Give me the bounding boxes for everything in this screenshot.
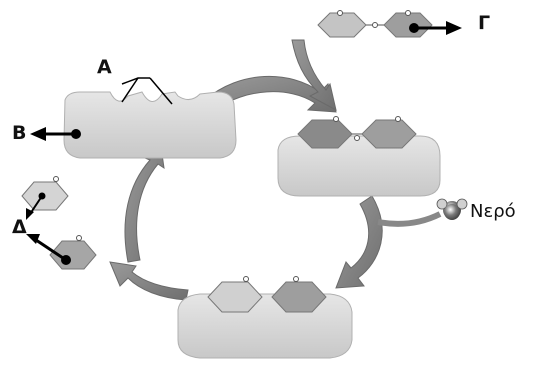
label-a: Α (97, 56, 112, 78)
label-delta: Δ (12, 216, 27, 238)
substrate-in-arrow (291, 39, 337, 111)
dimer-bound (297, 116, 417, 149)
gamma-pointer (414, 21, 462, 35)
cycle-arrow-right (335, 195, 383, 289)
cycle-arrow-top (204, 76, 337, 113)
cycle-arrow-bottom (109, 261, 189, 301)
hexagon-sugar (317, 12, 367, 38)
alpha-callout (121, 77, 173, 105)
cycle-arrows (109, 39, 383, 301)
label-b: Β (12, 122, 27, 144)
label-water: Νερό (470, 201, 516, 222)
water-arrow (377, 211, 442, 227)
enzyme-a (63, 91, 237, 159)
beta-pointer (30, 127, 81, 141)
enzyme-right (277, 135, 441, 197)
hexagon-sugar (383, 12, 433, 38)
delta-pointers (26, 192, 71, 265)
water-molecule (436, 198, 468, 220)
dimer-top (317, 10, 433, 38)
enzyme-bottom (177, 293, 353, 359)
label-gamma: Γ (478, 12, 491, 34)
monomers-bound (207, 276, 327, 313)
